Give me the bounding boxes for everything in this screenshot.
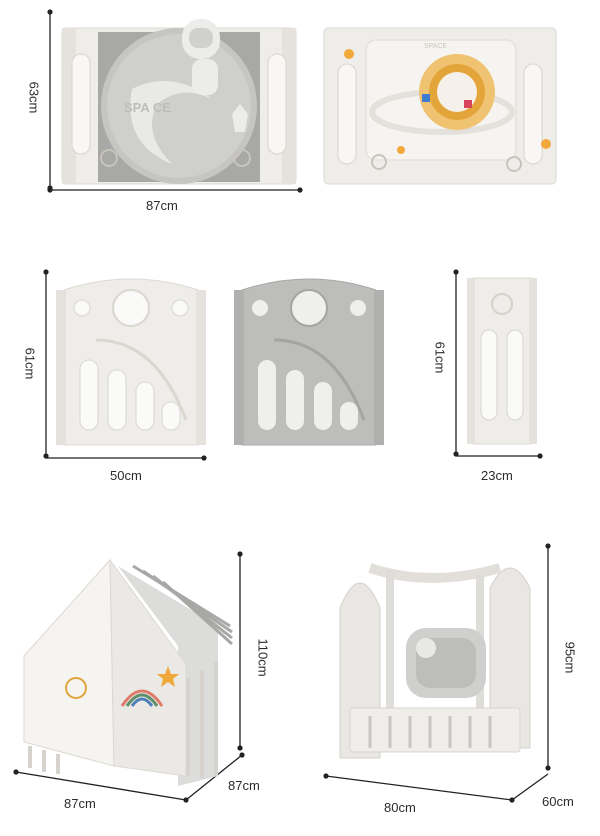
moon-text: SPA CE (124, 100, 171, 115)
space-badge-text: SPACE (424, 43, 448, 50)
swing-width-label: 80cm (384, 800, 416, 815)
playhouse-image (23, 558, 234, 786)
space-panel-height-label: 63cm (26, 81, 42, 114)
playhouse-depth-label: 87cm (228, 778, 260, 793)
steering-wheel-panel-image: SPACE (323, 27, 557, 185)
playhouse-height-label: 110cm (255, 638, 271, 677)
playhouse-width-label: 87cm (64, 796, 96, 811)
white-gate-panel-image (56, 278, 206, 446)
narrow-panel-width-label: 23cm (481, 468, 513, 483)
swing-height-label: 95cm (562, 641, 578, 674)
swing-depth-label: 60cm (542, 794, 574, 809)
astronaut-panel-image: SPA CE (61, 19, 297, 185)
swing-set-image (339, 563, 531, 759)
narrow-panel-image (467, 277, 537, 445)
space-panel-width-label: 87cm (146, 198, 178, 213)
grey-gate-panel-image (234, 278, 384, 446)
small-panel-width-label: 50cm (110, 468, 142, 483)
narrow-panel-height-label: 61cm (432, 341, 448, 374)
small-panel-height-label: 61cm (22, 347, 38, 380)
